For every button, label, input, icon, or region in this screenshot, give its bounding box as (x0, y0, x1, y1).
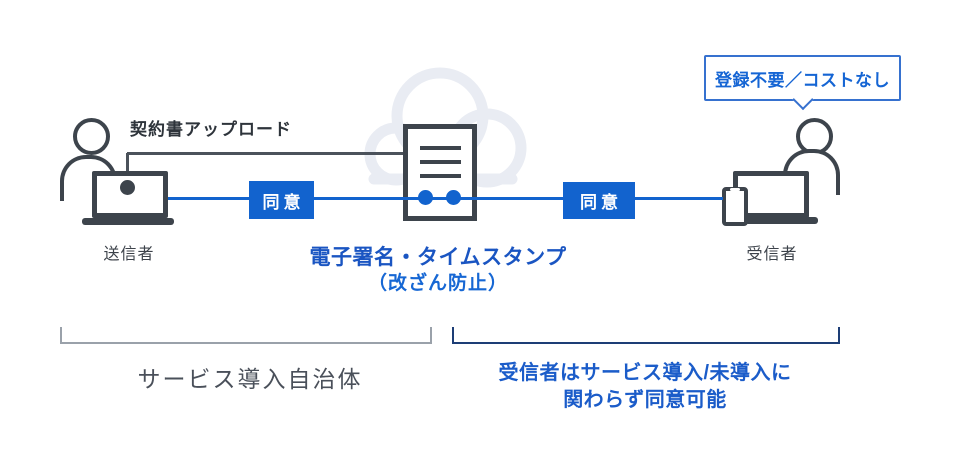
right-scope-line1: 受信者はサービス導入/未導入に (498, 362, 792, 384)
sender-person-icon (73, 118, 110, 155)
receiver-laptop-base-icon (745, 217, 818, 224)
smartphone-speaker-icon (730, 188, 740, 191)
document-textline-icon (420, 160, 461, 164)
upload-label: 契約書アップロード (130, 120, 292, 139)
sender-label: 送信者 (103, 246, 155, 263)
smartphone-icon (722, 187, 748, 226)
upload-connector-drop (126, 153, 129, 187)
agreement-flow-line (168, 197, 723, 200)
callout-tail-icon (791, 88, 814, 111)
signature-dot-icon (418, 190, 433, 205)
right-scope-line2: 関わらず同意可能 (563, 389, 727, 411)
agree-button-sender: 同意 (249, 181, 314, 219)
document-icon (403, 124, 477, 221)
left-scope-label: サービス導入自治体 (137, 366, 363, 392)
service-title: 電子署名・タイムスタンプ (309, 246, 567, 269)
timestamp-dot-icon (446, 190, 461, 205)
right-scope-bracket (452, 327, 840, 344)
no-registration-callout: 登録不要／コストなし (704, 55, 901, 111)
sender-laptop-base-icon (82, 218, 174, 225)
receiver-label: 受信者 (746, 246, 798, 263)
service-subtitle: （改ざん防止） (367, 273, 508, 294)
upload-connector-line (127, 152, 405, 155)
document-textline-icon (420, 174, 461, 178)
document-textline-icon (420, 146, 461, 150)
agree-button-receiver: 同意 (563, 182, 635, 219)
upload-node-dot (120, 180, 135, 195)
left-scope-bracket (60, 327, 432, 344)
right-scope-label: 受信者はサービス導入/未導入に 関わらず同意可能 (453, 360, 837, 414)
callout-label: 登録不要／コストなし (715, 70, 890, 90)
